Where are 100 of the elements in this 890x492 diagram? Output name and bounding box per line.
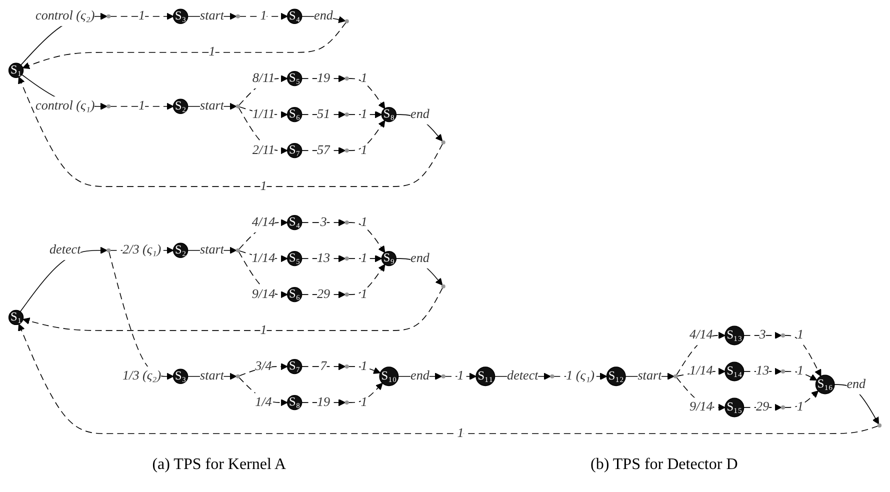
arrow (110, 12, 174, 20)
arrow (238, 218, 288, 250)
node-circle (236, 104, 240, 108)
node-circle: S₅ (287, 70, 302, 86)
node-circle (877, 423, 882, 428)
node-circle (780, 333, 786, 338)
node-circle (236, 14, 240, 18)
edge-label: 1/4 (255, 395, 272, 410)
edge-label: 1 (360, 71, 368, 86)
node-circle (344, 256, 349, 261)
arrow (348, 78, 386, 109)
edge-label: end (410, 251, 430, 266)
edge-label: 3 (320, 215, 327, 230)
arrow (239, 12, 288, 20)
edge-label: 1 (360, 215, 368, 230)
caption: (b) TPS for Detector D (590, 456, 738, 474)
node-circle: S₁₁ (476, 366, 496, 386)
node-circle: S₃ (172, 8, 188, 24)
node-circle (441, 284, 446, 288)
edge-label: start (200, 243, 224, 257)
edge-label: 1 (260, 179, 267, 194)
node-circle: S₉ (381, 250, 397, 266)
node-circle (236, 374, 240, 378)
arrow (396, 258, 443, 286)
edge-label: 13 (316, 251, 330, 266)
arrow (301, 218, 346, 226)
edge-label: end (846, 377, 866, 392)
arrow (301, 254, 346, 262)
arrow (743, 404, 782, 412)
edge-label: detect (49, 243, 81, 257)
edge-label: 29 (756, 400, 770, 414)
node-circle: S₄ (287, 8, 302, 24)
arrow (834, 384, 880, 424)
node-circle: S₁ (8, 62, 24, 78)
arrow (348, 366, 381, 374)
node-circle (236, 248, 240, 252)
arrow (238, 74, 288, 106)
node-circle (344, 364, 349, 369)
arrow (348, 222, 386, 253)
edge-label: 1 (796, 364, 804, 378)
edge-label: start (200, 9, 224, 23)
node-circle: S₁₅ (724, 398, 744, 418)
arrow (22, 22, 346, 70)
node-circle: S₂ (172, 98, 188, 114)
arrow (348, 382, 383, 403)
edge-label: 9/14 (252, 287, 276, 302)
arrow (348, 110, 382, 118)
node-circle: S₆ (287, 286, 302, 302)
edge-label: 3 (759, 328, 766, 342)
node-circle (780, 405, 786, 410)
edge-label: 1/14 (252, 251, 276, 266)
edge-label: end (314, 9, 333, 23)
node-circle: S₃ (172, 368, 188, 384)
edge-label: start (638, 369, 662, 383)
arrow (784, 335, 822, 377)
edge-label: 9/14 (690, 400, 713, 414)
edge-label: 1 (208, 45, 216, 59)
node-circle: S₁ (8, 310, 24, 326)
edge-label: 19 (316, 71, 330, 86)
edge-label: 1 (360, 251, 368, 266)
edge-label: 1/11 (252, 107, 275, 122)
edge-label: 3/4 (255, 359, 272, 374)
edge-label: 4/14 (252, 215, 276, 230)
node-circle (550, 374, 554, 378)
node-circle: S₁₆ (815, 374, 835, 394)
arrow (396, 114, 443, 142)
edge-label: 2/3 (ς₁) (122, 243, 162, 257)
edge-label: 13 (756, 364, 770, 378)
arrow (110, 102, 174, 110)
node-circle: S₂ (172, 242, 188, 258)
edge-label: start (200, 369, 224, 383)
edge-label: control (ς₁) (36, 99, 95, 113)
edge-label: 1 (457, 426, 464, 440)
node-circle: S₇ (287, 358, 302, 374)
node-circle (344, 148, 349, 153)
node-circle: S₁₀ (379, 366, 399, 386)
node-circle: S₁₃ (724, 326, 744, 346)
edge-label: 8/11 (252, 71, 275, 86)
arrow (301, 146, 346, 154)
edge-label: 1 (260, 9, 267, 23)
node-circle (441, 140, 446, 144)
arrow (108, 252, 174, 380)
edge-label: 1 (360, 143, 368, 158)
arrow (348, 264, 386, 295)
node-circle (344, 19, 349, 24)
node-circle (106, 248, 111, 252)
node-circle: S₅ (287, 250, 302, 266)
edge-label: 2/11 (252, 143, 275, 158)
edge-label: 1 (138, 99, 146, 113)
edge-label: 1 (360, 359, 368, 374)
edge-label: end (410, 107, 430, 122)
arrow (743, 368, 782, 376)
arrow (301, 398, 346, 406)
arrow (784, 371, 818, 381)
node-circle: S₄ (287, 214, 302, 230)
node-circle (344, 220, 349, 225)
edge-label: 1 (360, 107, 368, 122)
arrow (348, 120, 386, 151)
edge-label: 1 (796, 400, 804, 414)
edge-label: 1 (260, 323, 267, 338)
